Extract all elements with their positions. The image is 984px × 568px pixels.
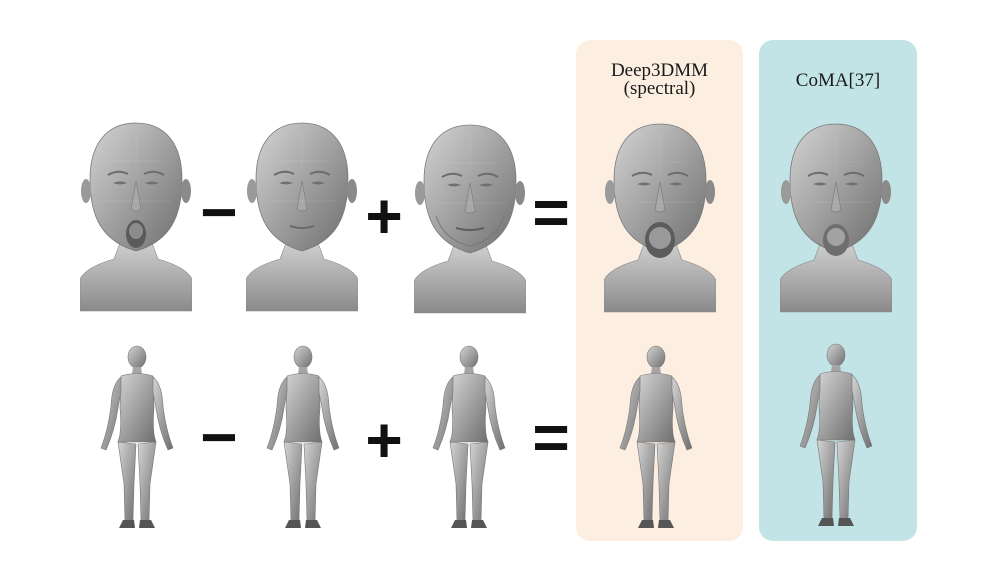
body-neutral-other-identity (432, 345, 506, 529)
head-neutral-other-identity (414, 123, 526, 315)
head-result-deep3dmm (604, 122, 716, 314)
body-pose-walking (100, 345, 174, 529)
body-neutral (266, 345, 340, 529)
head-expression-open-mouth (80, 121, 192, 312)
coma-label: CoMA[37] (795, 70, 881, 91)
minus-operator-head: − (200, 176, 238, 248)
equals-operator-head: = (532, 176, 570, 248)
minus-operator-body: − (200, 401, 238, 473)
body-result-coma (799, 343, 873, 527)
equals-operator-body: = (532, 401, 570, 473)
plus-operator-body: + (365, 404, 403, 476)
head-result-coma (780, 122, 892, 314)
head-neutral (246, 121, 358, 312)
deep3dmm-label: Deep3DMM (spectral) (610, 60, 709, 99)
body-result-deep3dmm (619, 345, 693, 529)
plus-operator-head: + (365, 180, 403, 252)
